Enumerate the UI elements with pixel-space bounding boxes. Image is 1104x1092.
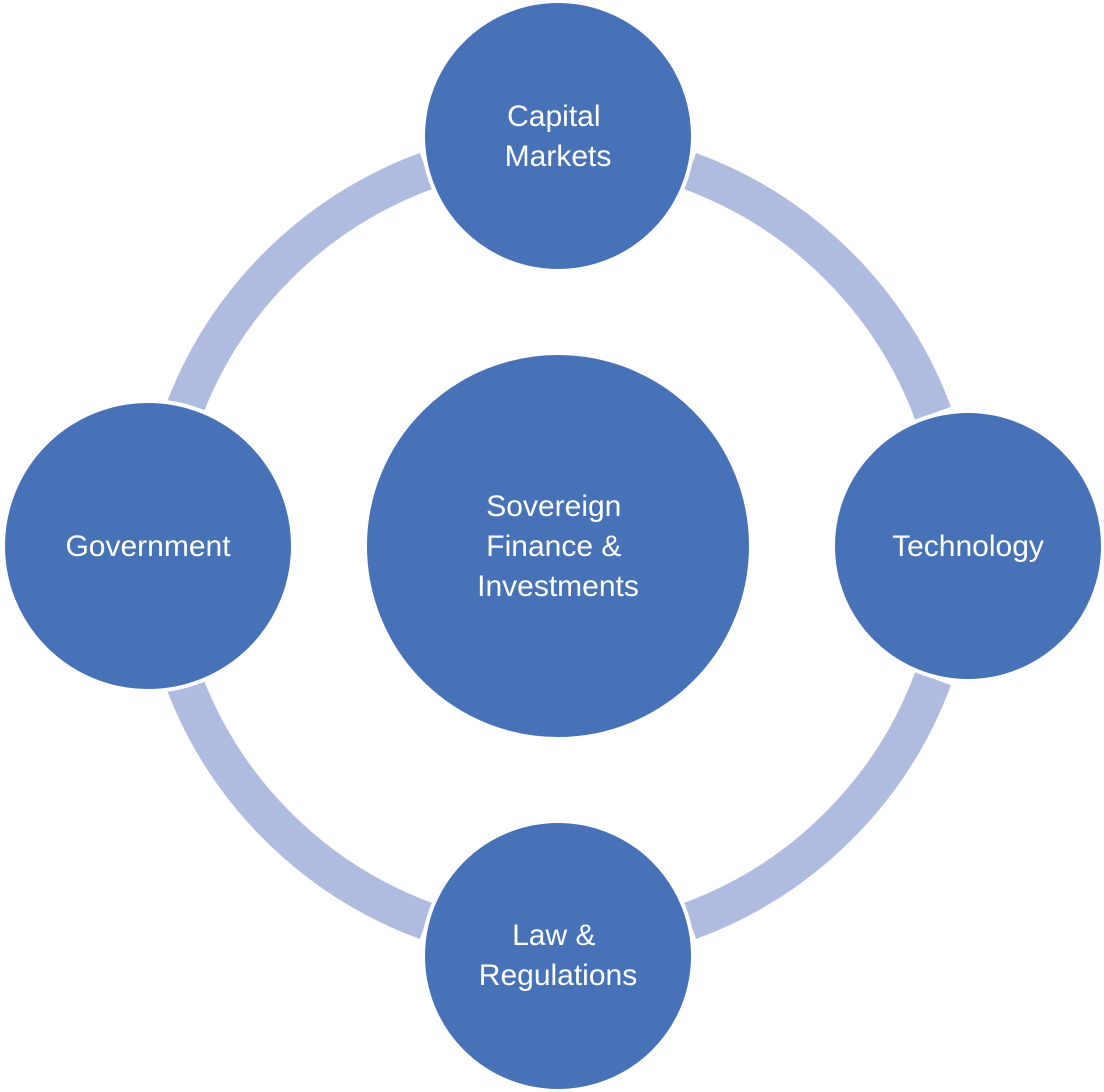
center-node-label: Sovereign Finance & Investments [477, 490, 639, 603]
node-capital-markets-line-1: Capital [507, 100, 600, 133]
center-node-line-3: Investments [477, 570, 639, 603]
node-law-regulations-line-1: Law & [512, 919, 595, 952]
node-law-regulations-circle [421, 819, 695, 1092]
node-capital-markets: Capital Markets [421, 0, 695, 273]
node-technology-circle [831, 409, 1104, 683]
node-government-line-1: Government [65, 530, 231, 563]
center-node-line-2: Finance & [486, 530, 621, 563]
ring-arc-top-right [683, 153, 951, 421]
node-law-regulations: Law & Regulations [421, 819, 695, 1092]
node-capital-markets-label: Capital Markets [505, 100, 612, 173]
node-capital-markets-line-2: Markets [505, 140, 612, 173]
node-technology: Technology [831, 409, 1104, 683]
node-law-regulations-label: Law & Regulations [479, 919, 637, 992]
ring-arc-bottom-left [165, 671, 433, 939]
ring-arc-right-bottom [683, 671, 951, 939]
node-technology-line-1: Technology [892, 530, 1044, 563]
node-government-circle [1, 399, 295, 693]
node-technology-label: Technology [892, 530, 1044, 563]
ring-arc-left-top [165, 153, 433, 421]
node-government: Government [1, 399, 295, 693]
center-node-line-1: Sovereign [486, 490, 621, 523]
node-capital-markets-circle [421, 0, 695, 273]
ring-connector [165, 153, 951, 939]
center-node-circle [363, 351, 753, 741]
node-government-label: Government [65, 530, 231, 563]
center-node: Sovereign Finance & Investments [363, 351, 753, 741]
node-law-regulations-line-2: Regulations [479, 959, 637, 992]
